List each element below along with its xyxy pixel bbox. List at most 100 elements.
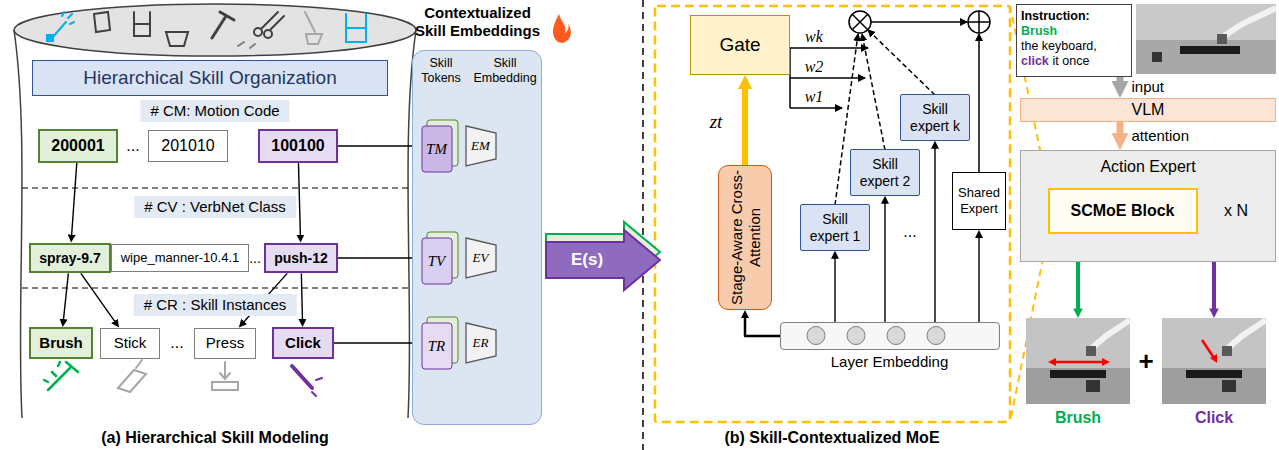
- photo-part: [1050, 370, 1106, 378]
- ellipsis-slot: ...: [126, 136, 139, 155]
- funnel-outline: [14, 4, 416, 418]
- scene-photo: [1136, 40, 1276, 74]
- tool-icons: [46, 12, 366, 48]
- connector-arrow: [1117, 122, 1124, 138]
- node-text: EM: [471, 138, 490, 154]
- level-band: # CM: Motion Code: [140, 100, 289, 122]
- scene-photo: [1136, 4, 1276, 74]
- result-frame: Brush: [1026, 318, 1130, 430]
- esarrow-shape: [546, 226, 662, 290]
- node-text: VLM: [1132, 100, 1165, 119]
- text-slot: Skill Tokens: [413, 56, 469, 86]
- skill-instance-box: Click: [272, 327, 334, 359]
- moe-panel-outline: [655, 6, 1048, 422]
- encoder-shape: [466, 126, 496, 166]
- skill-encoder: EV: [466, 238, 496, 278]
- gating-wires: [790, 22, 979, 205]
- skill-icon: [118, 360, 146, 392]
- panel-divider: [642, 0, 644, 450]
- math-symbol: zt: [710, 111, 723, 134]
- expert-box: Skill expert 1: [800, 204, 870, 251]
- connector-arrow: [338, 257, 416, 258]
- repeat-count: x N: [1224, 201, 1248, 220]
- node-text: 201010: [161, 136, 214, 155]
- connector-arrow: [742, 85, 748, 165]
- ellipsis: ...: [170, 333, 183, 352]
- gating-wires: [862, 34, 885, 150]
- level-band: # CR : Skill Instances: [134, 294, 297, 316]
- level-divider: [22, 288, 408, 289]
- panel-caption-slot: (a) Hierarchical Skill Modeling: [101, 428, 329, 447]
- level-band-slot: # CM: Motion Code: [140, 100, 289, 122]
- tool-icons: [134, 12, 150, 36]
- operator-symbol: [849, 11, 990, 33]
- tool-icons: [94, 12, 110, 32]
- node-text: spray-9.7: [39, 250, 100, 267]
- trainable-flame: [553, 14, 571, 43]
- node-text: TR: [428, 337, 446, 355]
- verb-class-box: spray-9.7: [29, 243, 110, 274]
- tool-icons: [264, 30, 272, 38]
- expert-box: Skill expert k: [900, 94, 970, 141]
- moe-panel-outline: [655, 6, 1010, 422]
- tool-icons: [52, 12, 74, 38]
- embedding-circle: [927, 327, 945, 345]
- photo-part: [1054, 361, 1104, 364]
- verb-class-box: push-12: [264, 243, 338, 274]
- attention-block: Stage-Aware Cross-Attention: [718, 165, 772, 310]
- node-text: TM: [426, 140, 447, 158]
- embedding-arrow: E(s): [546, 226, 662, 290]
- funnel-outline: [14, 30, 22, 418]
- gating-wires: [978, 34, 980, 172]
- weight-symbol: w2: [805, 57, 824, 76]
- photo-part: [1202, 340, 1214, 358]
- gating-wires: [790, 77, 865, 79]
- gating-wires: [871, 21, 967, 23]
- node-text: 200001: [51, 136, 104, 155]
- weight-symbol-slot: wk: [805, 27, 823, 46]
- photo-part: [1222, 346, 1232, 356]
- embedding-circle: [807, 327, 825, 345]
- text-slot: Skill Embedding: [470, 56, 540, 86]
- layer-embedding: Layer Embedding: [780, 322, 1000, 350]
- text-slot: TM: [422, 126, 452, 172]
- repeat-count-slot: x N: [1224, 201, 1248, 220]
- skill-instance-box: Press: [194, 328, 256, 359]
- encoder-shape: [466, 238, 496, 278]
- embedding-panel: Contextualized Skill EmbeddingsSkill Tok…: [412, 50, 542, 425]
- node-text: Gate: [719, 34, 760, 57]
- skill-token-stack: TM: [422, 120, 458, 172]
- text-slot: TV: [422, 238, 452, 284]
- panel-divider: [643, 0, 644, 450]
- motion-code-box: 200001: [38, 129, 118, 162]
- text-slot: E(s): [548, 242, 626, 278]
- circles-shape: [781, 323, 1001, 351]
- node-text: Skill expert 1: [805, 211, 865, 245]
- node-text: SCMoE Block: [1070, 201, 1174, 220]
- photo-part: [1162, 368, 1266, 404]
- connector-arrow: [334, 342, 416, 343]
- funnel-outline: [14, 4, 416, 56]
- edge-label-slot: input: [1132, 78, 1165, 96]
- node-text: wipe_manner-10.4.1: [121, 250, 240, 266]
- instruction-text: the keyboard,: [1021, 39, 1097, 54]
- token-card: [422, 323, 452, 369]
- token-card: [422, 126, 452, 172]
- skill-icon: [44, 360, 322, 396]
- ellipsis: ...: [126, 136, 139, 155]
- connector-arrow: [1212, 262, 1216, 311]
- scene-photo: [1217, 34, 1227, 44]
- ellipsis-slot: ...: [903, 222, 916, 241]
- connector-arrow: [298, 163, 300, 237]
- text-slot: Layer Embedding: [781, 353, 998, 371]
- verb-class-box: wipe_manner-10.4.1: [111, 244, 249, 273]
- instruction-text: click: [1021, 54, 1049, 69]
- photo-part: [1228, 320, 1266, 348]
- operator-symbol: [968, 11, 990, 33]
- connector-arrow: [834, 256, 835, 322]
- text-slot: EM: [466, 126, 496, 166]
- node-text: Shared Expert: [955, 185, 1003, 216]
- skill-encoder: ER: [466, 323, 496, 363]
